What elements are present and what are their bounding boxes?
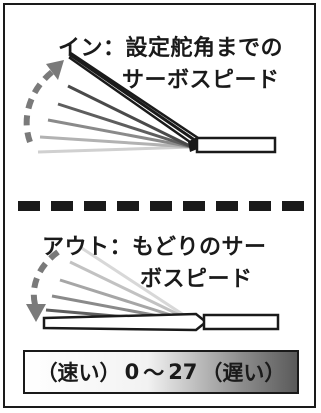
out-caption-line-2: ボスピード <box>140 267 253 292</box>
bottom-horn-arm <box>42 312 209 332</box>
bottom-arrowhead-icon <box>26 304 46 322</box>
slow-label: （遅い） <box>201 361 286 385</box>
top-arrow-path <box>23 69 54 144</box>
divider-dash <box>183 201 205 211</box>
top-horn-edge <box>71 54 197 143</box>
top-motion-arrow <box>23 60 64 144</box>
divider-dash <box>84 201 106 211</box>
divider-dash <box>150 201 172 211</box>
divider-dash <box>216 201 238 211</box>
out-caption-line-1: アウト：もどりのサー <box>42 235 267 260</box>
divider-dash <box>249 201 271 211</box>
top-arrowhead-icon <box>46 60 64 80</box>
range-max: 27 <box>168 360 198 384</box>
in-caption-line-1: イン：設定舵角までの <box>58 36 284 61</box>
in-caption-line-2: サーボスピード <box>122 68 280 93</box>
range-min: 0 <box>124 360 140 384</box>
bottom-motion-line-1 <box>79 245 197 325</box>
top-motion-line-3 <box>47 118 193 149</box>
bottom-servo-horn <box>42 245 280 332</box>
divider-dash <box>51 201 73 211</box>
bottom-motion-line-2 <box>69 260 197 325</box>
bottom-motion-arrow <box>26 249 60 322</box>
divider-dash <box>18 201 40 211</box>
section-divider <box>18 201 304 211</box>
divider-dash <box>282 201 304 211</box>
divider-dash <box>117 201 139 211</box>
top-linkage-rod <box>195 136 277 154</box>
bottom-arrow-path <box>30 249 60 309</box>
speed-range-bar: （速い） 0 ～ 27 （遅い） <box>23 350 299 394</box>
top-motion-line-4 <box>57 102 193 149</box>
range-tilde: ～ <box>143 361 165 385</box>
top-motion-line-1 <box>37 145 193 154</box>
top-motion-line-5 <box>67 84 193 149</box>
top-servo-horn <box>37 52 277 154</box>
fast-label: （速い） <box>36 361 121 385</box>
speed-range-text: （速い） 0 ～ 27 （遅い） <box>25 352 297 392</box>
bottom-linkage-rod <box>202 313 280 331</box>
top-motion-line-2 <box>39 135 193 149</box>
